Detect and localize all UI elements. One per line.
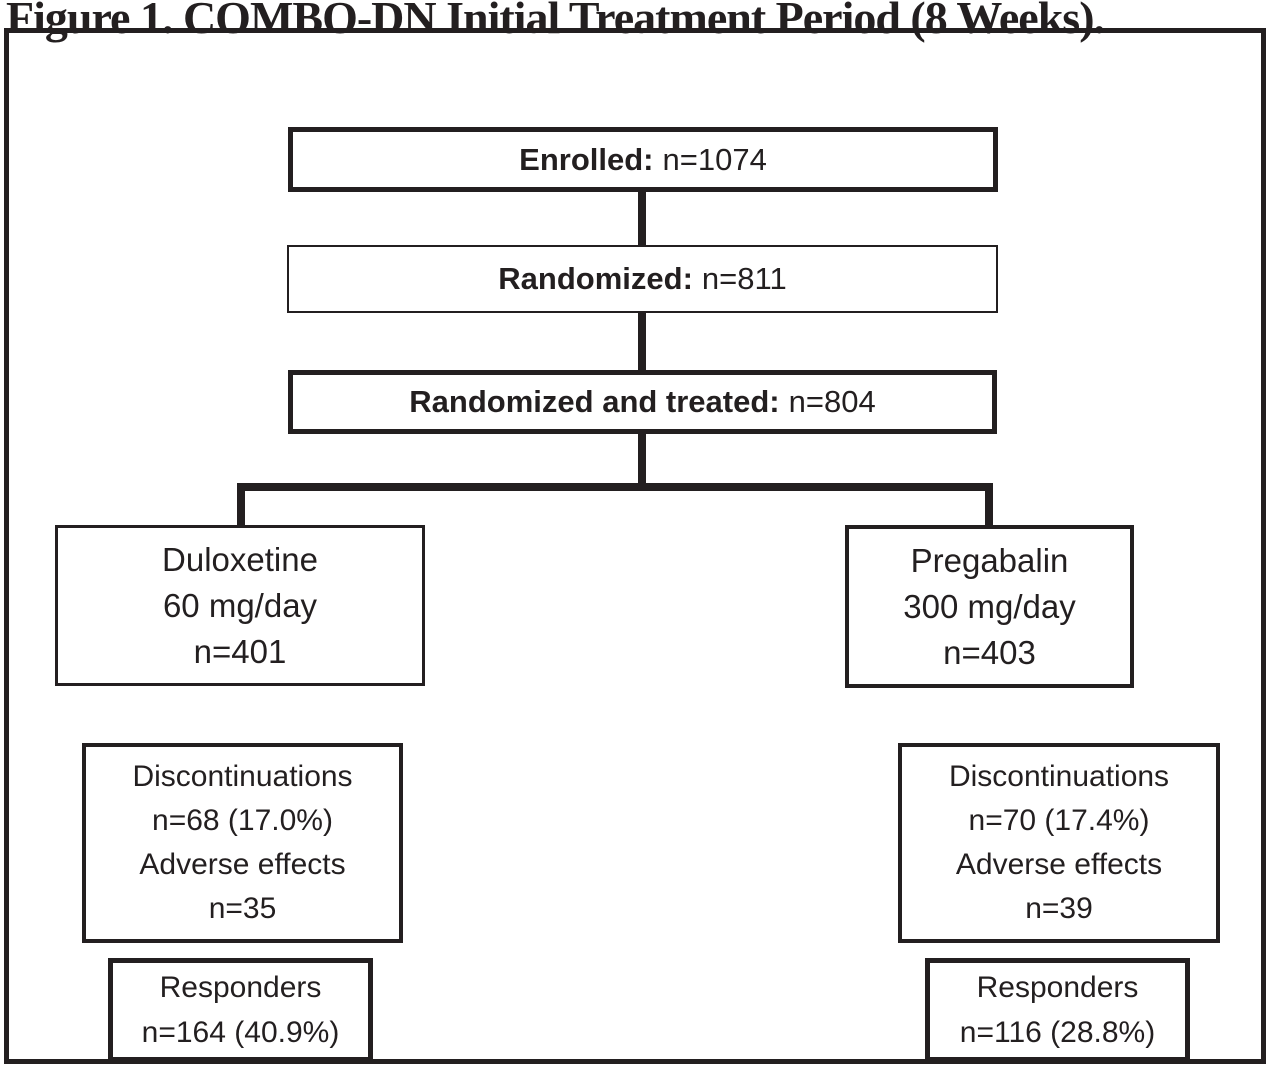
randomized-count: n=811 (701, 261, 787, 296)
duloxetine-adverse-effects-count: n=35 (208, 892, 277, 925)
duloxetine-dose: 60 mg/day (162, 586, 318, 624)
pregabalin-adverse-effects-label: Adverse effects (955, 848, 1163, 881)
pregabalin-drug-name: Pregabalin (910, 541, 1069, 579)
pregabalin-adverse-effects-count: n=39 (1025, 892, 1093, 925)
pregabalin-dose: 300 mg/day (903, 587, 1076, 625)
randomized-box: Randomized:n=811 (287, 245, 998, 313)
figure-frame (4, 28, 1266, 1064)
duloxetine-count: n=401 (193, 632, 287, 670)
enrolled-count: n=1074 (662, 141, 767, 177)
connector-treated-branch (638, 430, 646, 486)
pregabalin-discontinuations-count: n=70 (17.4%) (968, 804, 1150, 837)
pregabalin-responders-title: Responders (976, 971, 1139, 1004)
duloxetine-discontinuations-box: Discontinuations n=68 (17.0%) Adverse ef… (82, 743, 403, 943)
duloxetine-responders-box: Responders n=164 (40.9%) (108, 958, 373, 1062)
randomized-treated-box: Randomized and treated:n=804 (288, 370, 997, 434)
connector-enrolled-randomized (638, 188, 646, 248)
randomized-treated-count: n=804 (788, 384, 876, 419)
duloxetine-discontinuations-count: n=68 (17.0%) (152, 804, 333, 837)
enrolled-label: Enrolled: (519, 141, 654, 177)
pregabalin-responders-count: n=116 (28.8%) (959, 1016, 1156, 1049)
pregabalin-responders-box: Responders n=116 (28.8%) (925, 958, 1190, 1062)
duloxetine-drug-name: Duloxetine (162, 540, 318, 578)
duloxetine-arm-box: Duloxetine 60 mg/day n=401 (55, 525, 425, 686)
enrolled-text: Enrolled:n=1074 (519, 142, 767, 178)
duloxetine-adverse-effects-label: Adverse effects (139, 848, 346, 881)
connector-randomized-treated (638, 310, 646, 373)
enrolled-box: Enrolled:n=1074 (288, 127, 998, 192)
duloxetine-discontinuations-title: Discontinuations (132, 760, 353, 793)
randomized-treated-text: Randomized and treated:n=804 (409, 384, 875, 420)
randomized-label: Randomized: (498, 261, 693, 296)
connector-branch-drop-duloxetine (237, 483, 245, 527)
connector-branch-horizontal (237, 483, 993, 491)
connector-branch-drop-pregabalin (985, 483, 993, 527)
randomized-treated-label: Randomized and treated: (409, 384, 780, 419)
randomized-text: Randomized:n=811 (498, 261, 786, 297)
pregabalin-count: n=403 (943, 633, 1036, 671)
pregabalin-discontinuations-title: Discontinuations (948, 760, 1170, 793)
figure-title: Figure 1. COMBO-DN Initial Treatment Per… (6, 0, 1105, 43)
duloxetine-responders-count: n=164 (40.9%) (141, 1016, 340, 1049)
pregabalin-discontinuations-box: Discontinuations n=70 (17.4%) Adverse ef… (898, 743, 1220, 943)
duloxetine-responders-title: Responders (159, 971, 322, 1004)
pregabalin-arm-box: Pregabalin 300 mg/day n=403 (845, 525, 1134, 688)
